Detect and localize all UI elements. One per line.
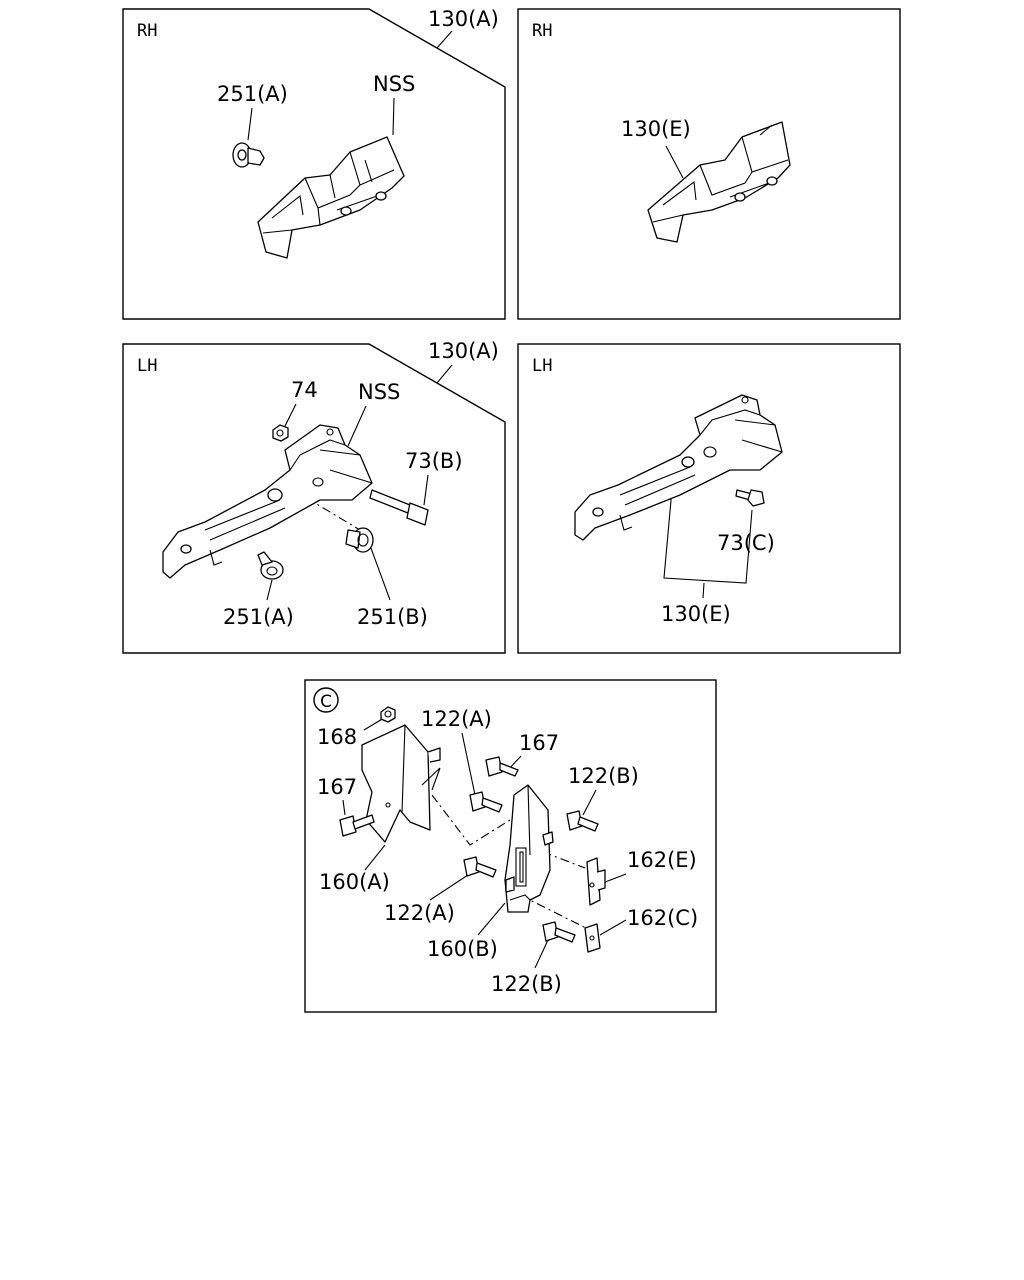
leader-line: [423, 474, 429, 506]
clip-part: [232, 142, 265, 168]
panel-frame: [517, 343, 901, 654]
panel-frame: [122, 343, 506, 654]
frame-bracket-part: [647, 121, 791, 243]
panel-rh-130e: RH 130(E): [517, 8, 901, 320]
leader-line: [702, 582, 705, 599]
callout-162e: 162(E): [627, 848, 697, 872]
leader-line: [247, 107, 253, 141]
frame-bracket-part: [162, 424, 373, 579]
leader-line: [363, 717, 385, 731]
callout-130e: 130(E): [661, 602, 731, 626]
callout-251a: 251(A): [223, 605, 294, 629]
bracket-160a-part: [361, 724, 441, 843]
leader-line: [429, 874, 469, 901]
assembly-line: [524, 844, 586, 869]
nut-part: [272, 424, 289, 442]
panel-detail-c: C 168 122(A) 167 167 122(B) 162(E) 160(A…: [304, 679, 717, 1013]
callout-122b: 122(B): [568, 764, 639, 788]
leader-line: [534, 939, 549, 969]
callout-251a: 251(A): [217, 82, 288, 106]
callout-167: 167: [519, 731, 559, 755]
leader-line: [266, 579, 273, 601]
callout-nss: NSS: [373, 72, 415, 96]
clip-part: [257, 551, 284, 580]
panel-lh-130a: LH 130(A) 74 NSS 73(B) 251(A) 251(B): [122, 339, 506, 654]
leader-line: [436, 30, 453, 49]
bolt-part: [485, 756, 519, 777]
leader-line: [436, 364, 453, 384]
frame-bracket-part: [257, 136, 405, 259]
bolt-part: [463, 856, 497, 878]
callout-122a: 122(A): [384, 901, 455, 925]
panel-frame: [304, 679, 717, 1013]
bolt-part: [542, 921, 576, 943]
panel-frame: [122, 8, 506, 320]
callout-168: 168: [317, 725, 357, 749]
leader-line: [461, 732, 476, 796]
leader-bracket: [663, 477, 753, 584]
clip-part: [345, 527, 374, 553]
leader-line: [347, 405, 367, 447]
leader-line: [342, 799, 346, 816]
callout-73c: 73(C): [717, 531, 775, 555]
side-label: LH: [532, 356, 552, 376]
detail-badge: [313, 687, 339, 713]
leader-line: [364, 844, 386, 871]
leader-line: [283, 403, 297, 429]
side-label: RH: [137, 21, 157, 41]
bolt-part: [369, 489, 429, 526]
callout-130a: 130(A): [428, 339, 499, 363]
callout-160b: 160(B): [427, 937, 498, 961]
callout-130e: 130(E): [621, 117, 691, 141]
plate-162c-part: [584, 923, 601, 953]
callout-160a: 160(A): [319, 870, 390, 894]
bolt-part: [735, 489, 765, 507]
detail-badge-letter: C: [320, 692, 332, 712]
leader-line: [599, 919, 627, 936]
leader-line: [477, 902, 506, 936]
callout-162c: 162(C): [627, 906, 698, 930]
side-label: RH: [532, 21, 552, 41]
frame-bracket-part: [574, 394, 783, 541]
callout-251b: 251(B): [357, 605, 428, 629]
bolt-part: [566, 810, 599, 832]
callout-74: 74: [291, 378, 318, 402]
leader-line: [392, 97, 395, 136]
leader-line: [665, 145, 684, 179]
side-label: LH: [137, 356, 157, 376]
assembly-line: [431, 794, 511, 846]
bolt-part: [469, 791, 503, 813]
callout-130a: 130(A): [428, 7, 499, 31]
nut-part: [380, 706, 396, 723]
leader-line: [367, 539, 391, 601]
leader-line: [582, 789, 597, 816]
callout-73b: 73(B): [405, 449, 463, 473]
callout-nss: NSS: [358, 380, 400, 404]
panel-frame: [517, 8, 901, 320]
assembly-line: [519, 894, 591, 931]
callout-167: 167: [317, 775, 357, 799]
plate-162e-part: [586, 857, 606, 906]
bracket-160b-part: [504, 784, 554, 913]
panel-lh-130e: LH 73(C) 130(E): [517, 343, 901, 654]
panel-rh-130a: RH 130(A) 251(A) NSS: [122, 7, 506, 320]
bolt-part: [339, 814, 375, 837]
callout-122b: 122(B): [491, 972, 562, 996]
callout-122a: 122(A): [421, 707, 492, 731]
